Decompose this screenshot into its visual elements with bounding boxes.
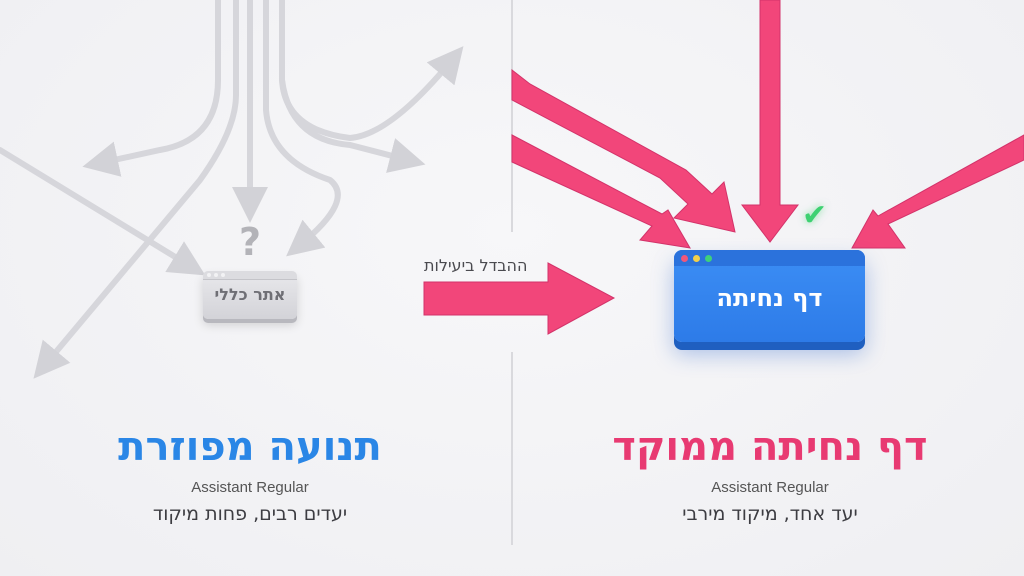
- window-dot-yellow: [693, 255, 700, 262]
- panel-divider-bottom: [511, 352, 513, 545]
- panel-divider-top: [511, 0, 513, 232]
- right-subtitle: יעד אחד, מיקוד מירבי: [682, 503, 858, 525]
- generic-site-window: אתר כללי: [203, 271, 297, 319]
- window-dot-red: [681, 255, 688, 262]
- left-subtitle: יעדים רבים, פחות מיקוד: [152, 503, 348, 525]
- window-titlebar: [203, 271, 297, 280]
- generic-site-label: אתר כללי: [214, 285, 286, 304]
- check-icon: ✔: [802, 198, 828, 233]
- right-title: דף נחיתה ממוקד: [612, 424, 928, 470]
- efficiency-gap-label: ההבדל ביעילות: [424, 256, 528, 275]
- landing-page-window: דף נחיתה: [674, 250, 865, 342]
- left-font-caption: Assistant Regular: [191, 479, 309, 496]
- window-titlebar: [674, 250, 865, 266]
- question-mark-icon: ?: [238, 220, 262, 264]
- right-font-caption: Assistant Regular: [711, 479, 829, 496]
- landing-page-label: דף נחיתה: [716, 284, 823, 312]
- window-dot-green: [705, 255, 712, 262]
- left-title: תנועה מפוזרת: [118, 424, 382, 470]
